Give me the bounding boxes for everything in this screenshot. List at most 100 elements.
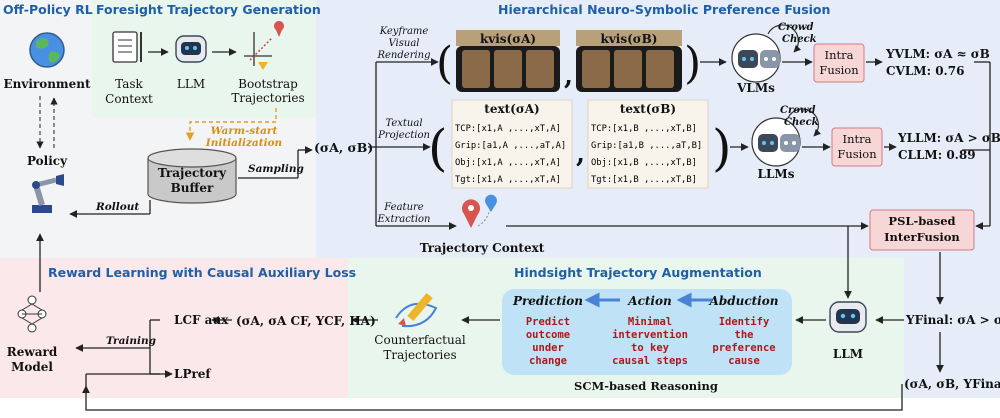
training-label: Training	[106, 335, 156, 347]
rollout-label: Rollout	[95, 201, 139, 213]
warm-start-line2: Initialization	[205, 137, 282, 149]
hindsight-title: Hindsight Trajectory Augmentation	[514, 265, 762, 280]
pencil-icon	[395, 292, 438, 328]
trajectory-pin-icon	[244, 21, 285, 70]
big-paren-right-visual: )	[684, 38, 701, 89]
task-context-line2: Context	[105, 92, 153, 106]
text-b-row: Tgt:[x1,B ,...,xT,B]	[591, 175, 697, 185]
y-vlm: YVLM: σA ≈ σB	[885, 47, 990, 61]
final-robot-icon	[829, 301, 867, 333]
keyframe-line1: Keyframe	[379, 26, 429, 37]
big-paren-right-text: )	[712, 119, 732, 177]
final-llm-label: LLM	[833, 347, 863, 361]
robot-icon	[175, 35, 207, 63]
counterfactual-line2: Trajectories	[383, 348, 456, 362]
llm-intra-line1: Intra	[843, 132, 872, 146]
svg-text:Minimal: Minimal	[628, 316, 672, 328]
svg-text:preference: preference	[712, 342, 775, 354]
svg-text:Identify: Identify	[719, 316, 770, 328]
textual-line2: Projection	[377, 130, 430, 141]
reward-title: Reward Learning with Causal Auxiliary Lo…	[48, 265, 356, 280]
llm-crowd-line1: Crowd	[780, 105, 816, 116]
kvis-a-label: kvis(σA)	[480, 32, 536, 46]
bootstrap-line2: Trajectories	[231, 91, 304, 105]
svg-text:intervention: intervention	[612, 329, 688, 341]
policy-label: Policy	[27, 154, 68, 168]
l-aux: LCF aux	[174, 313, 229, 327]
llms-label: LLMs	[758, 167, 795, 181]
abduction-text: Identify the preference cause	[712, 316, 775, 367]
robot-arm-icon	[32, 174, 64, 213]
scm-panel	[502, 289, 792, 375]
foresight-title: Foresight Trajectory Generation	[96, 2, 321, 17]
action-label: Action	[627, 294, 671, 308]
bootstrap-line1: Bootstrap	[238, 77, 298, 91]
llm-intra-line2: Fusion	[837, 147, 877, 161]
llm-robots-icon	[751, 108, 822, 167]
text-card-a: text(σA) TCP:[x1,A ,...,xT,A] Grip:[a1,A…	[451, 99, 573, 189]
reward-panel	[0, 258, 348, 398]
llm-crowd-line2: Check	[784, 117, 819, 128]
warm-start-line1: Warm-start	[211, 125, 278, 137]
psl-line2: InterFusion	[884, 230, 960, 244]
task-context-line1: Task	[115, 77, 143, 91]
feature-line1: Feature	[383, 202, 424, 213]
vlm-intra-line2: Fusion	[819, 63, 859, 77]
sampling-label: Sampling	[248, 163, 304, 175]
comma-visual: ,	[564, 61, 573, 91]
text-b-title: text(σB)	[620, 102, 676, 116]
cf-tuple: (σA, σA CF, YCF, HA)	[236, 314, 376, 328]
fusion-right-panel	[904, 258, 1000, 398]
big-paren-left-visual: (	[436, 38, 453, 89]
counterfactual-line1: Counterfactual	[374, 333, 466, 347]
pair-label: (σA, σB)	[314, 140, 373, 155]
svg-text:Predict: Predict	[526, 316, 570, 328]
trajectory-buffer	[147, 148, 237, 204]
text-b-row: Grip:[a1,B ,...,aT,B]	[591, 141, 702, 151]
svg-text:outcome: outcome	[526, 329, 570, 341]
vlms-label: VLMs	[736, 81, 775, 95]
context-pins-icon	[462, 194, 497, 228]
y-final: YFinal: σA > σB	[905, 313, 1000, 327]
keyframe-line2: Visual	[389, 38, 420, 49]
l-pref: LPref	[174, 367, 211, 381]
big-paren-left-text: (	[428, 119, 448, 177]
prediction-label: Prediction	[512, 294, 583, 308]
clipboard-icon	[112, 31, 142, 63]
abduction-label: Abduction	[709, 294, 779, 308]
globe-icon	[29, 32, 65, 68]
psl-line1: PSL-based	[888, 214, 955, 228]
environment-label: Environment	[3, 77, 91, 91]
c-vlm: CVLM: 0.76	[886, 64, 964, 78]
svg-text:the: the	[735, 329, 754, 341]
y-llm: YLLM: σA > σB	[897, 131, 1000, 145]
svg-text:change: change	[529, 355, 567, 367]
text-b-row: TCP:[x1,B ,...,xT,B]	[591, 124, 697, 134]
text-a-row: Obj:[x1,A ,...,xT,A]	[455, 158, 561, 168]
text-a-row: Tgt:[x1,A ,...,xT,A]	[455, 175, 561, 185]
vlm-crowd-line1: Crowd	[778, 22, 814, 33]
fusion-title: Hierarchical Neuro-Symbolic Preference F…	[498, 2, 830, 17]
neural-network-icon	[17, 295, 47, 333]
final-tuple: (σA, σB, YFinal)	[904, 377, 1000, 391]
film-strip-b	[576, 30, 682, 92]
prediction-text: Predict outcome under change	[526, 316, 570, 367]
keyframe-line3: Rendering	[376, 50, 430, 61]
svg-text:under: under	[532, 342, 564, 354]
psl-interfusion-box	[869, 209, 975, 251]
feature-line2: Extraction	[377, 214, 431, 225]
kvis-b-label: kvis(σB)	[601, 32, 658, 46]
text-a-title: text(σA)	[484, 102, 539, 116]
buffer-line2: Buffer	[171, 181, 214, 195]
svg-text:to key: to key	[631, 342, 670, 354]
vlm-robots-icon	[731, 24, 802, 83]
svg-text:cause: cause	[728, 355, 760, 367]
scm-label: SCM-based Reasoning	[574, 379, 718, 393]
vlm-intra-line1: Intra	[825, 48, 854, 62]
reward-model-line2: Model	[11, 360, 53, 374]
comma-text: ,	[576, 139, 585, 169]
film-strip-a	[456, 30, 560, 92]
buffer-line1: Trajectory	[158, 166, 227, 180]
